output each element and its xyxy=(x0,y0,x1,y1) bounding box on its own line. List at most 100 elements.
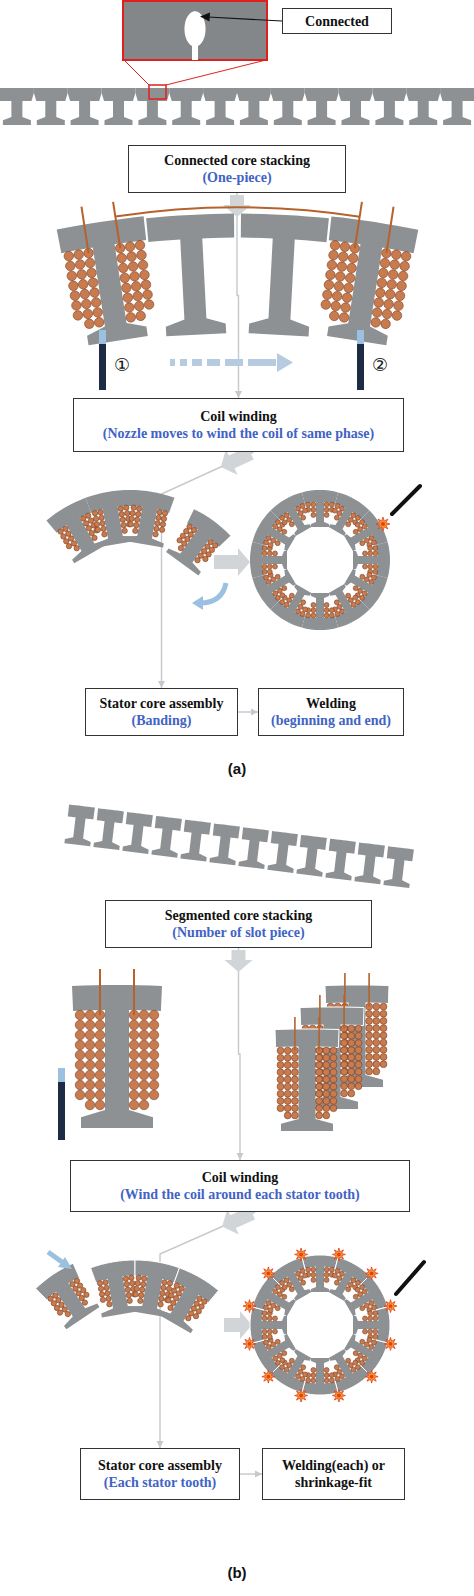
coil-turn xyxy=(291,1069,298,1076)
callout-box: Connected xyxy=(282,8,392,34)
nozzle-path xyxy=(207,359,220,366)
coil-turn xyxy=(323,1105,330,1112)
coil-turn xyxy=(187,524,192,529)
coil-turn xyxy=(324,1368,329,1373)
coil-turn xyxy=(341,1090,348,1097)
connector-head xyxy=(237,1153,244,1160)
coil-turn xyxy=(323,1098,330,1105)
coil-turn xyxy=(324,507,329,512)
core-tooth xyxy=(287,1349,311,1378)
coil-turn xyxy=(311,1368,316,1373)
motion-arrow xyxy=(48,1252,62,1262)
coil-turn xyxy=(348,1090,355,1097)
coil-turn xyxy=(168,1305,173,1310)
coil-turn xyxy=(335,1269,340,1274)
coil-turn xyxy=(149,1010,159,1020)
coil-turn xyxy=(85,1040,95,1050)
coil-turn xyxy=(341,1061,348,1068)
coil-turn xyxy=(213,543,218,548)
coil-turn xyxy=(306,1267,311,1272)
coil-turn xyxy=(291,1083,298,1090)
coil-turn xyxy=(330,1062,337,1069)
coil-turn xyxy=(384,299,394,309)
coil-turn xyxy=(85,319,95,329)
coil-turn xyxy=(346,1358,351,1363)
coil-turn xyxy=(311,507,316,512)
coil-turn xyxy=(353,586,358,591)
coil-turn xyxy=(316,1062,323,1069)
coil-turn xyxy=(373,1039,380,1046)
coil-turn xyxy=(330,1047,337,1054)
coil-turn xyxy=(273,1316,278,1321)
coil-turn xyxy=(303,1372,308,1377)
coil-turn xyxy=(75,1050,85,1060)
coil-turn xyxy=(125,242,135,252)
coil-turn xyxy=(277,1083,284,1090)
coil-turn xyxy=(266,580,271,585)
coil-turn xyxy=(179,1286,184,1291)
coil-turn xyxy=(329,250,339,260)
core-tooth xyxy=(249,237,310,336)
coil-turn xyxy=(298,604,303,609)
notch xyxy=(201,93,206,101)
coil-turn xyxy=(332,508,337,513)
coil-turn xyxy=(277,527,282,532)
coil-turn xyxy=(358,527,363,532)
coil-turn xyxy=(323,290,333,300)
coil-turn xyxy=(362,591,367,596)
coil-turn xyxy=(351,513,356,518)
coil-turn xyxy=(380,1018,387,1025)
coil-turn xyxy=(340,1374,345,1379)
flow-connector xyxy=(158,447,254,688)
core-yoke xyxy=(335,492,370,519)
core-yoke xyxy=(146,214,234,243)
coil-turn xyxy=(334,282,344,292)
coil-turn xyxy=(74,546,79,551)
coil-turn xyxy=(364,577,369,582)
coil-turn xyxy=(346,522,351,527)
coil-turn xyxy=(280,1280,285,1285)
coil-turn xyxy=(330,1076,337,1083)
coil-turn xyxy=(69,281,79,291)
assembly-segmented xyxy=(36,1252,219,1333)
coil-turn xyxy=(362,524,367,529)
coil-turn xyxy=(140,270,150,280)
coil-turn xyxy=(136,1275,141,1280)
coil-turn xyxy=(149,1050,159,1060)
coil-turn xyxy=(330,1069,337,1076)
coil-turn xyxy=(128,522,133,527)
coil-turn xyxy=(139,1020,149,1030)
coil-turn xyxy=(277,1047,284,1054)
coil-turn xyxy=(360,595,365,600)
coil-turn xyxy=(118,263,128,273)
coil-turn xyxy=(75,260,85,270)
process-box: Coil winding(Wind the coil around each s… xyxy=(70,1160,410,1212)
coil-turn xyxy=(160,1291,165,1296)
coil-turn xyxy=(291,1105,298,1112)
coil-turn xyxy=(291,1112,298,1119)
coil-turn xyxy=(266,1345,271,1350)
core-tooth xyxy=(274,100,302,125)
coil-turn xyxy=(355,1280,360,1285)
coil-turn xyxy=(64,539,69,544)
coil-turn xyxy=(341,1054,348,1061)
coil-turn xyxy=(348,598,353,603)
coil-turn xyxy=(149,1020,159,1030)
coil-turn xyxy=(56,1298,61,1303)
coil-turn xyxy=(275,574,280,579)
coil-turn xyxy=(329,608,334,613)
coil-turn xyxy=(93,516,98,521)
coil-turn xyxy=(137,506,142,511)
coil-turn xyxy=(366,1032,373,1039)
process-box: Connected core stacking(One-piece) xyxy=(128,145,346,193)
coil-turn xyxy=(75,1010,85,1020)
coil-turn xyxy=(373,1334,378,1339)
coil-turn xyxy=(85,1090,95,1100)
core-tooth xyxy=(64,816,90,846)
nozzle-tip xyxy=(58,1068,65,1082)
coil-turn xyxy=(126,1293,131,1298)
coil-turn xyxy=(329,613,334,618)
coil-turn xyxy=(380,1003,387,1010)
coil-turn xyxy=(348,1083,355,1090)
coil-turn xyxy=(280,600,285,605)
